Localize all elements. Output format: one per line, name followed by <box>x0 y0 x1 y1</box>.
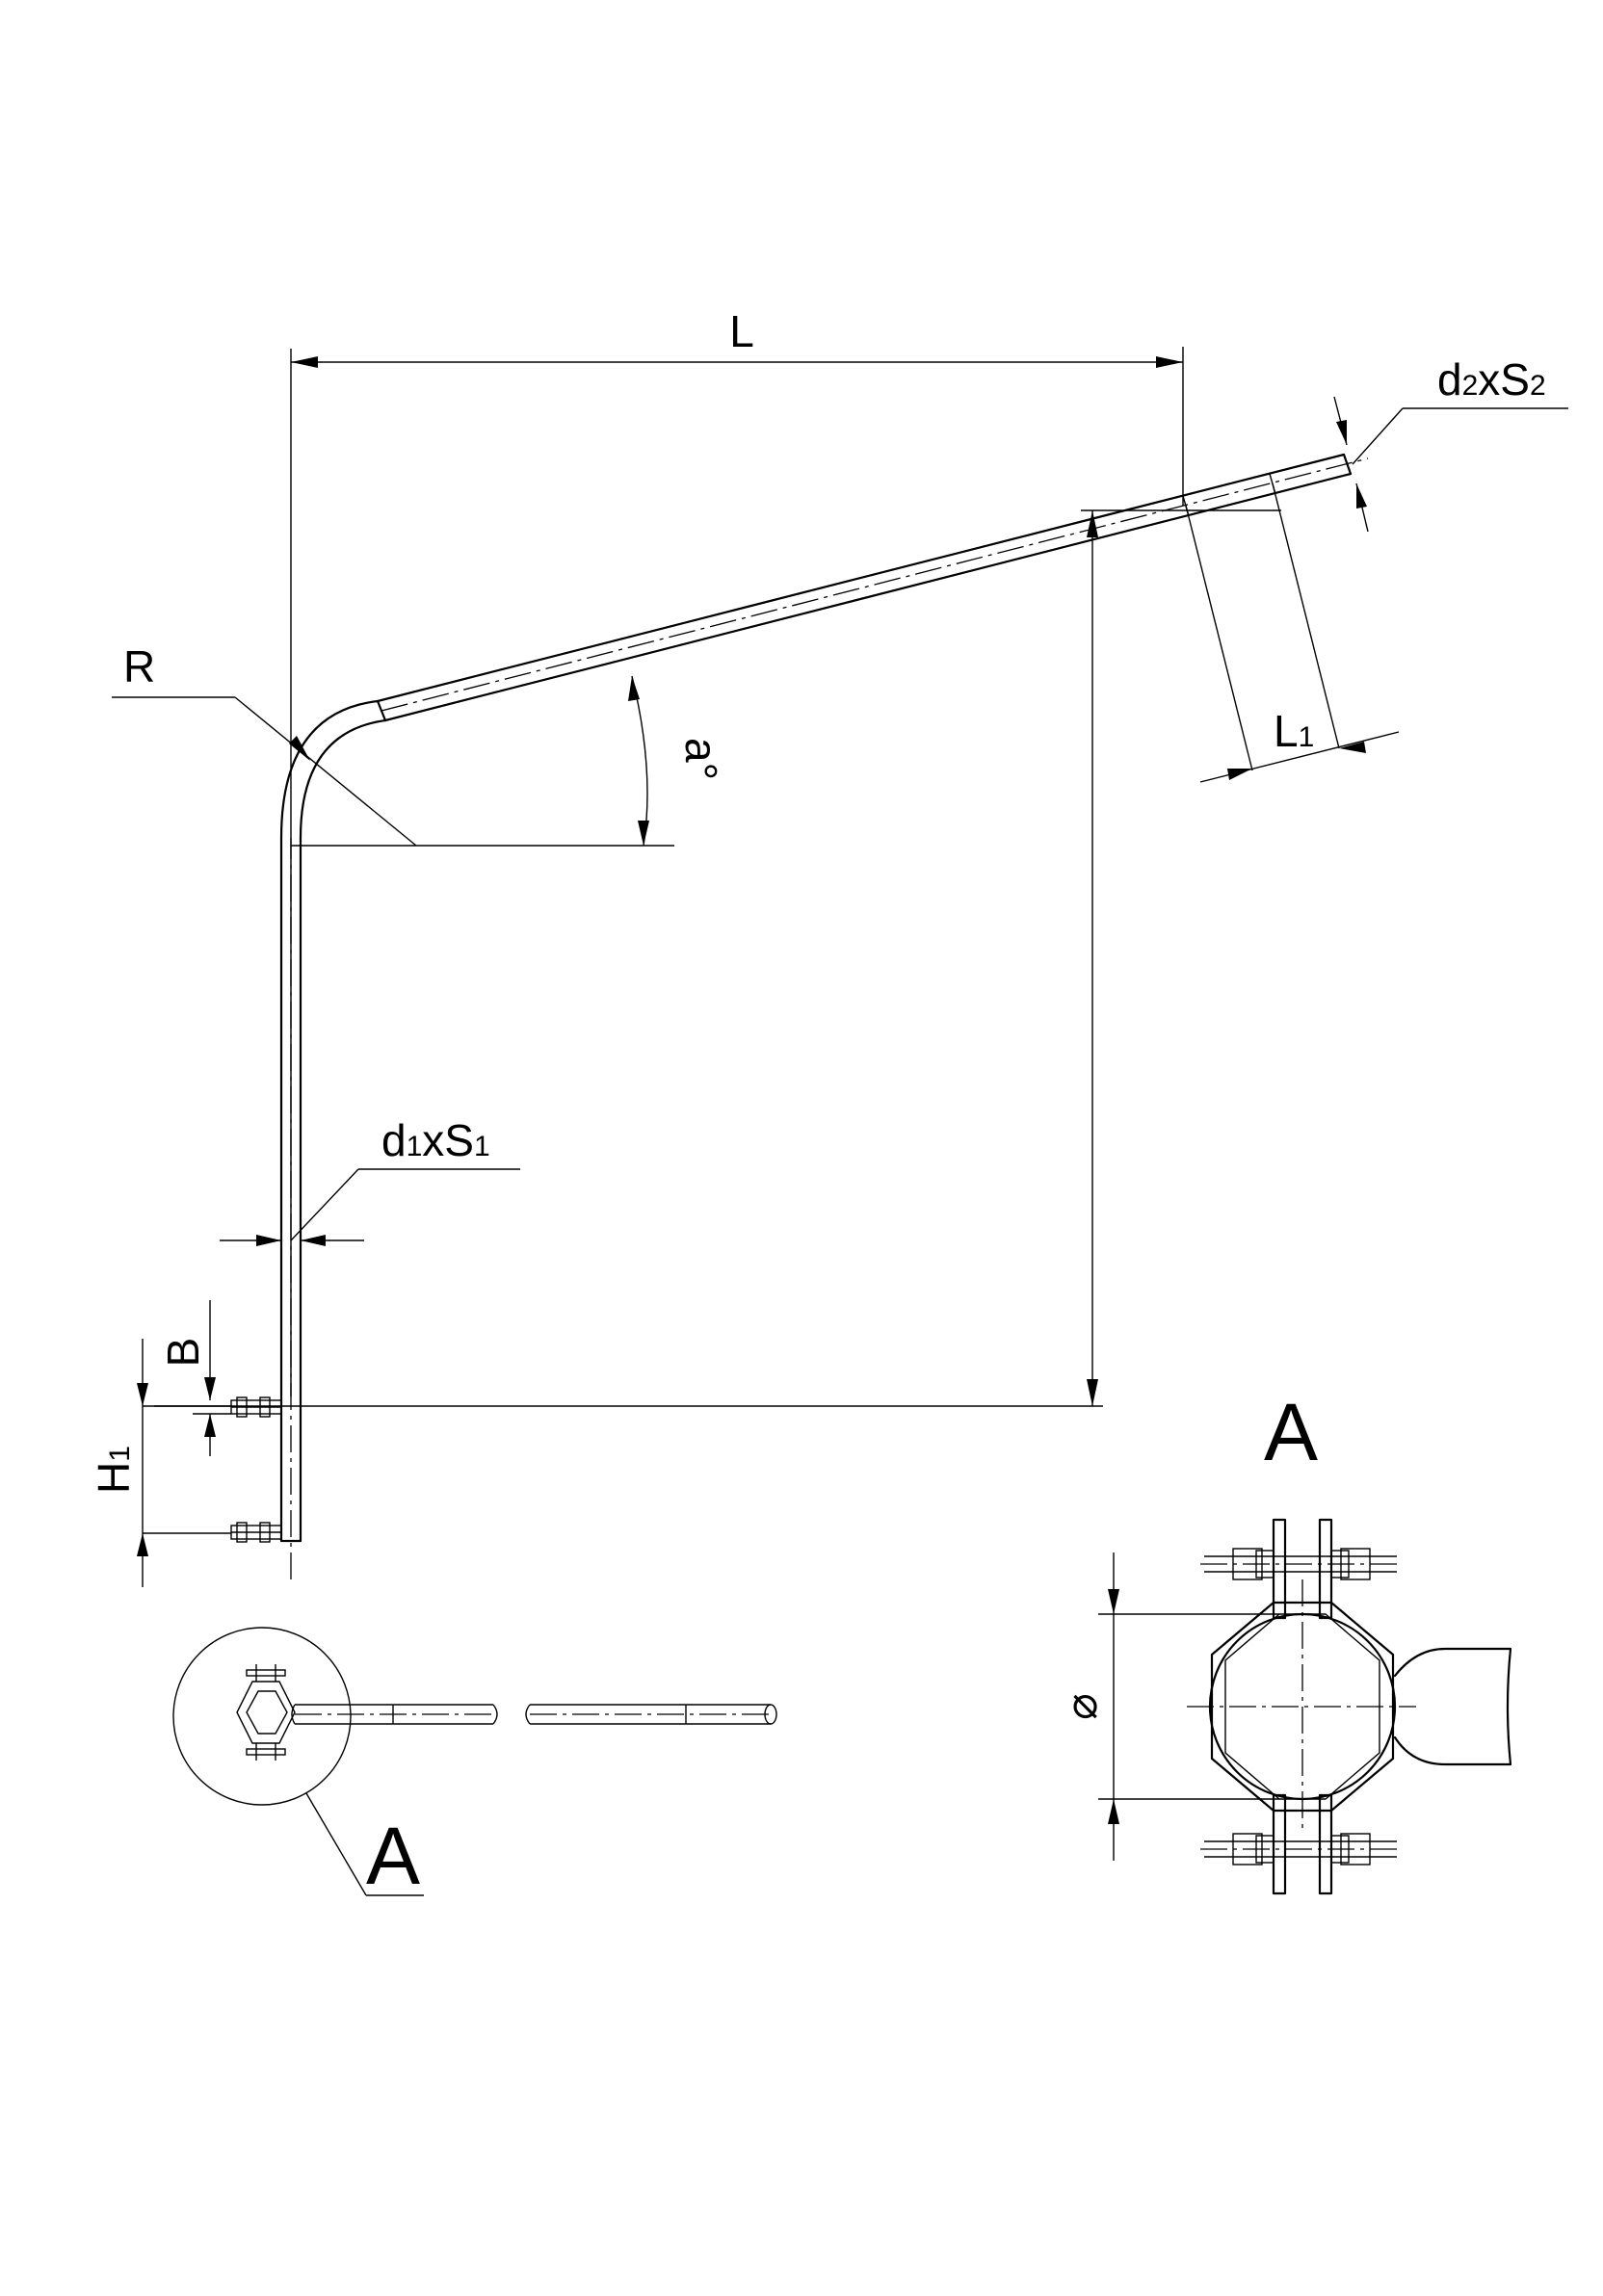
dimension-end-length: L1 <box>1185 483 1400 783</box>
dimension-pipe-diameter: d1xS1 <box>220 1115 520 1246</box>
dimension-clamp-height: H1 <box>89 1339 231 1587</box>
angle-label: a° <box>676 738 726 780</box>
dimension-end-diameter: d2xS2 <box>1333 354 1568 533</box>
radius-label: R <box>123 641 155 691</box>
plan-view: A <box>172 1627 777 1901</box>
end-diameter-label: d2xS2 <box>1437 354 1546 404</box>
detail-diameter-label: ⌀ <box>1056 1693 1106 1720</box>
dimension-height <box>154 509 1281 1407</box>
lower-clamp <box>230 1522 282 1543</box>
length-label: L <box>729 306 754 356</box>
dimension-offset: B <box>158 1300 231 1456</box>
detail-ref-label: A <box>366 1811 420 1901</box>
detail-view: A ⌀ <box>1056 1387 1512 1895</box>
upper-clamp <box>230 1396 282 1418</box>
dimension-length: L <box>290 306 1184 1396</box>
offset-label: B <box>158 1338 208 1368</box>
bracket-pipe <box>279 453 1369 1579</box>
pipe-diameter-label: d1xS1 <box>381 1115 490 1165</box>
clamp-height-label: H1 <box>89 1446 139 1494</box>
end-length-label: L1 <box>1274 706 1314 756</box>
dimension-angle: a° <box>291 675 726 847</box>
detail-title-label: A <box>1264 1387 1318 1477</box>
dimension-radius: R <box>112 641 417 847</box>
